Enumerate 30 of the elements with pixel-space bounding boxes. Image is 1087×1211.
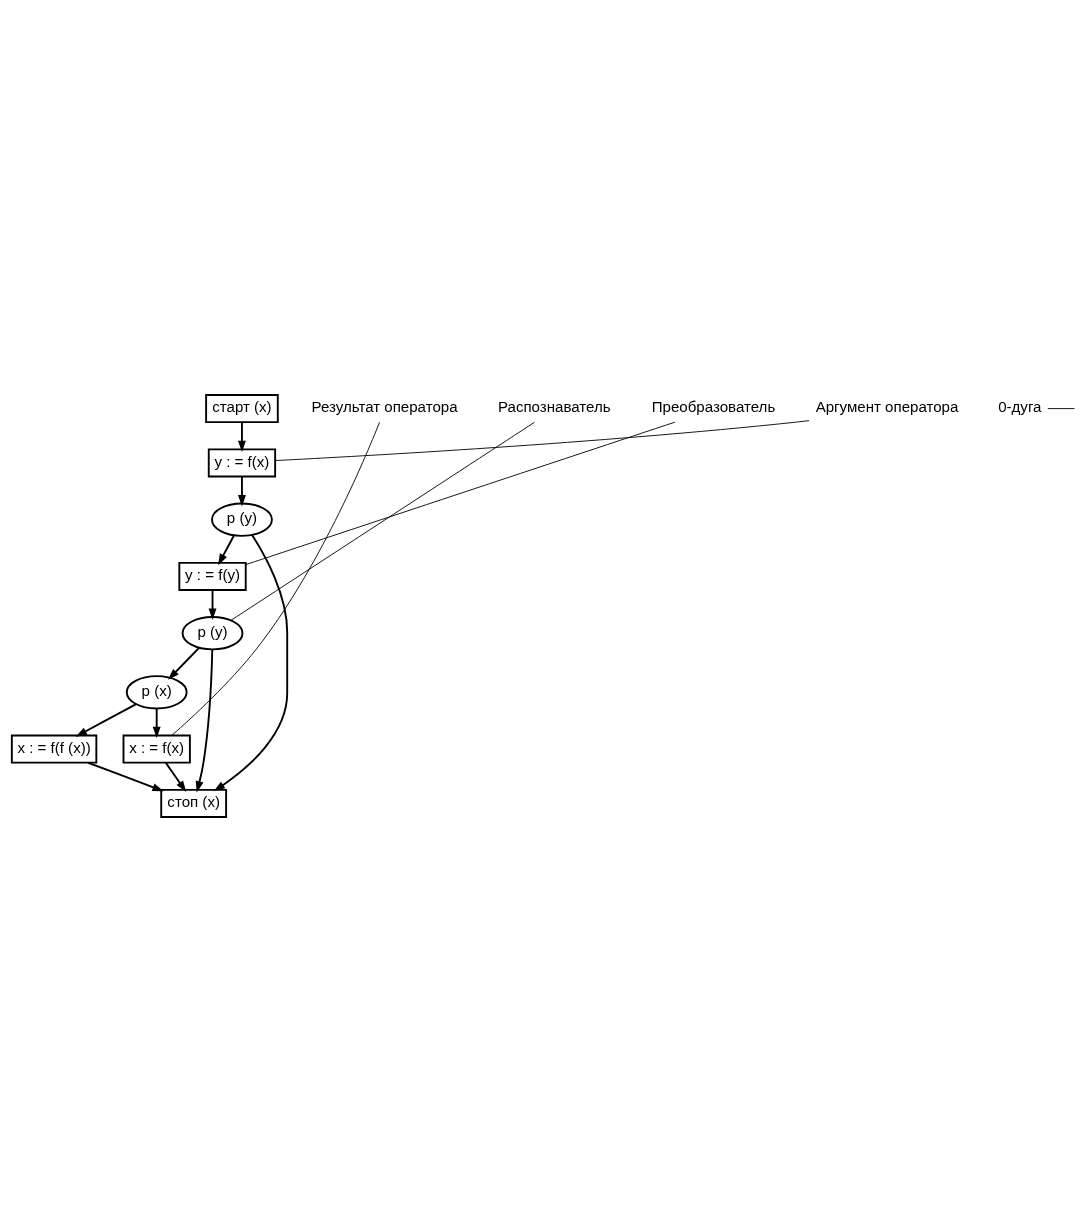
node-box: старт (x): [205, 393, 279, 423]
node-text: Распознаватель: [497, 397, 611, 415]
node-ellipse: p (x): [125, 674, 188, 709]
arrow: [168, 646, 201, 680]
arrow: [87, 761, 164, 791]
node-text: Результат оператора: [311, 397, 458, 415]
node-box: y : = f(y): [178, 561, 247, 591]
arrow: [237, 420, 246, 452]
node-box: x : = f(x): [122, 734, 191, 764]
node-box: стоп (x): [160, 788, 228, 818]
arrow: [152, 707, 161, 738]
arrow: [237, 475, 246, 506]
arrow: [164, 761, 187, 792]
connector: [171, 421, 380, 736]
arrow: [195, 647, 214, 793]
arrow: [218, 533, 235, 565]
arrow: [213, 533, 289, 791]
arrow: [75, 702, 138, 737]
node-box: y : = f(x): [207, 447, 277, 477]
connector: [274, 419, 810, 461]
node-text: Аргумент оператора: [815, 397, 959, 415]
node-box: x : = f(f (x)): [10, 734, 98, 764]
node-ellipse: p (y): [181, 615, 244, 650]
connector: [230, 421, 535, 621]
node-text: Преобразователь: [651, 397, 776, 415]
connector: [1047, 407, 1075, 409]
node-ellipse: p (y): [211, 502, 273, 537]
connector: [245, 421, 676, 565]
arrow: [208, 588, 217, 620]
node-text: 0-дуга: [998, 397, 1042, 415]
